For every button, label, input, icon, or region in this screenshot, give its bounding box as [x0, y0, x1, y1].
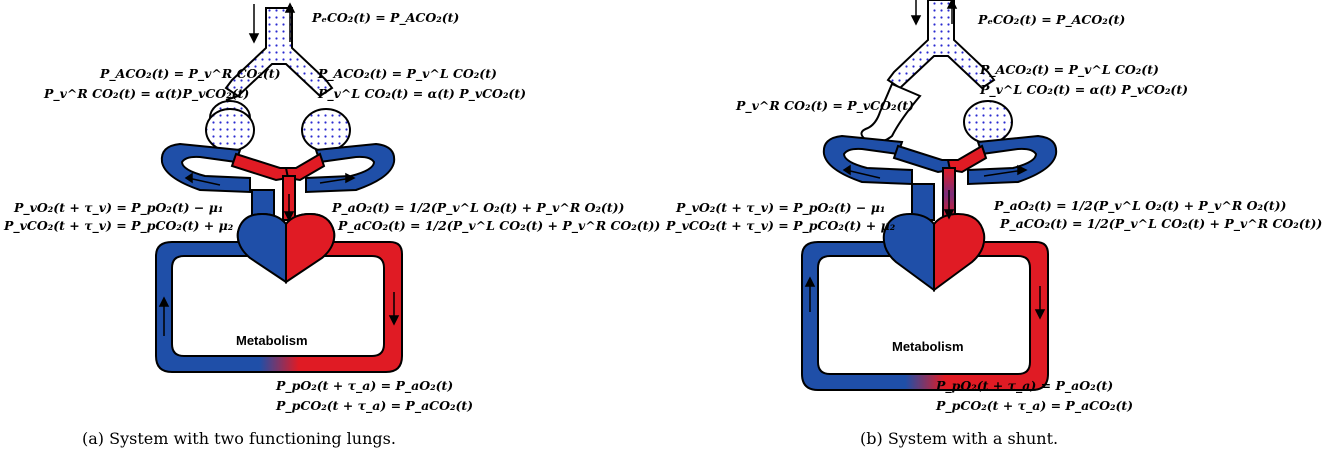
heart-right-side — [882, 212, 935, 292]
eq-right-lung-2: P_v^L CO₂(t) = α(t) P_vCO₂(t) — [318, 86, 527, 101]
caption-b: (b) System with a shunt. — [860, 429, 1059, 448]
pulmonary-vein-left — [230, 152, 292, 182]
eq-expired-co2: PₑCO₂(t) = P_ACO₂(t) — [312, 10, 460, 25]
eq-peripheral-o2: P_pO₂(t + τ_a) = P_aO₂(t) — [936, 378, 1114, 393]
eq-arterial-o2: P_aO₂(t) = 1/2(P_v^L O₂(t) + P_v^R O₂(t)… — [994, 198, 1287, 213]
eq-arterial-o2: P_aO₂(t) = 1/2(P_v^L O₂(t) + P_v^R O₂(t)… — [332, 200, 625, 215]
eq-left-lung-1: P_ACO₂(t) = P_v^R CO₂(t) — [100, 66, 281, 81]
eq-right-lung-1: P_ACO₂(t) = P_v^L CO₂(t) — [318, 66, 497, 81]
right-lung-sac — [963, 100, 1013, 144]
eq-shunt: P_v^R CO₂(t) = P_vCO₂(t) — [736, 98, 915, 113]
right-pulmonary-loop — [305, 142, 396, 194]
arrow-left-venous — [845, 169, 881, 179]
eq-peripheral-co2: P_pCO₂(t + τ_a) = P_aCO₂(t) — [276, 398, 474, 413]
eq-venous-co2: P_vCO₂(t + τ_v) = P_pCO₂(t) + μ₂ — [4, 218, 234, 233]
eq-right-lung-1: P_ACO₂(t) = P_v^L CO₂(t) — [980, 62, 1159, 77]
eq-venous-o2: P_vO₂(t + τ_v) = P_pO₂(t) − μ₁ — [676, 200, 886, 215]
eq-left-lung-2: P_v^R CO₂(t) = α(t)P_vCO₂(t) — [44, 86, 250, 101]
eq-peripheral-o2: P_pO₂(t + τ_a) = P_aO₂(t) — [276, 378, 454, 393]
systemic-loop-inner — [171, 255, 385, 357]
right-pulmonary-loop — [967, 134, 1058, 186]
panel-b: PₑCO₂(t) = P_ACO₂(t) P_v^R CO₂(t) = P_vC… — [630, 0, 1322, 460]
eq-expired-co2: PₑCO₂(t) = P_ACO₂(t) — [978, 12, 1126, 27]
circulation-diagram-b — [801, 0, 1058, 391]
right-lung-sac — [301, 108, 351, 152]
panel-a: PₑCO₂(t) = P_ACO₂(t) P_ACO₂(t) = P_v^R C… — [0, 0, 660, 460]
metabolism-label: Metabolism — [236, 333, 308, 348]
eq-arterial-co2: P_aCO₂(t) = 1/2(P_v^L CO₂(t) + P_v^R CO₂… — [1000, 216, 1322, 231]
circulation-diagram-a — [155, 2, 403, 373]
systemic-loop-inner — [817, 255, 1031, 375]
caption-a: (a) System with two functioning lungs. — [82, 429, 396, 448]
trachea — [886, 0, 996, 90]
metabolism-label: Metabolism — [892, 339, 964, 354]
eq-venous-co2: P_vCO₂(t + τ_v) = P_pCO₂(t) + μ₂ — [666, 218, 896, 233]
eq-right-lung-2: P_v^L CO₂(t) = α(t) P_vCO₂(t) — [980, 82, 1189, 97]
eq-peripheral-co2: P_pCO₂(t + τ_a) = P_aCO₂(t) — [936, 398, 1134, 413]
trachea — [224, 7, 334, 98]
left-pulmonary-loop — [160, 142, 251, 194]
arrow-left-venous — [187, 177, 221, 186]
eq-venous-o2: P_vO₂(t + τ_v) = P_pO₂(t) − μ₁ — [14, 200, 224, 215]
left-lung-sac — [205, 108, 255, 152]
heart-left-side — [933, 212, 986, 292]
eq-arterial-co2: P_aCO₂(t) = 1/2(P_v^L CO₂(t) + P_v^R CO₂… — [338, 218, 661, 233]
